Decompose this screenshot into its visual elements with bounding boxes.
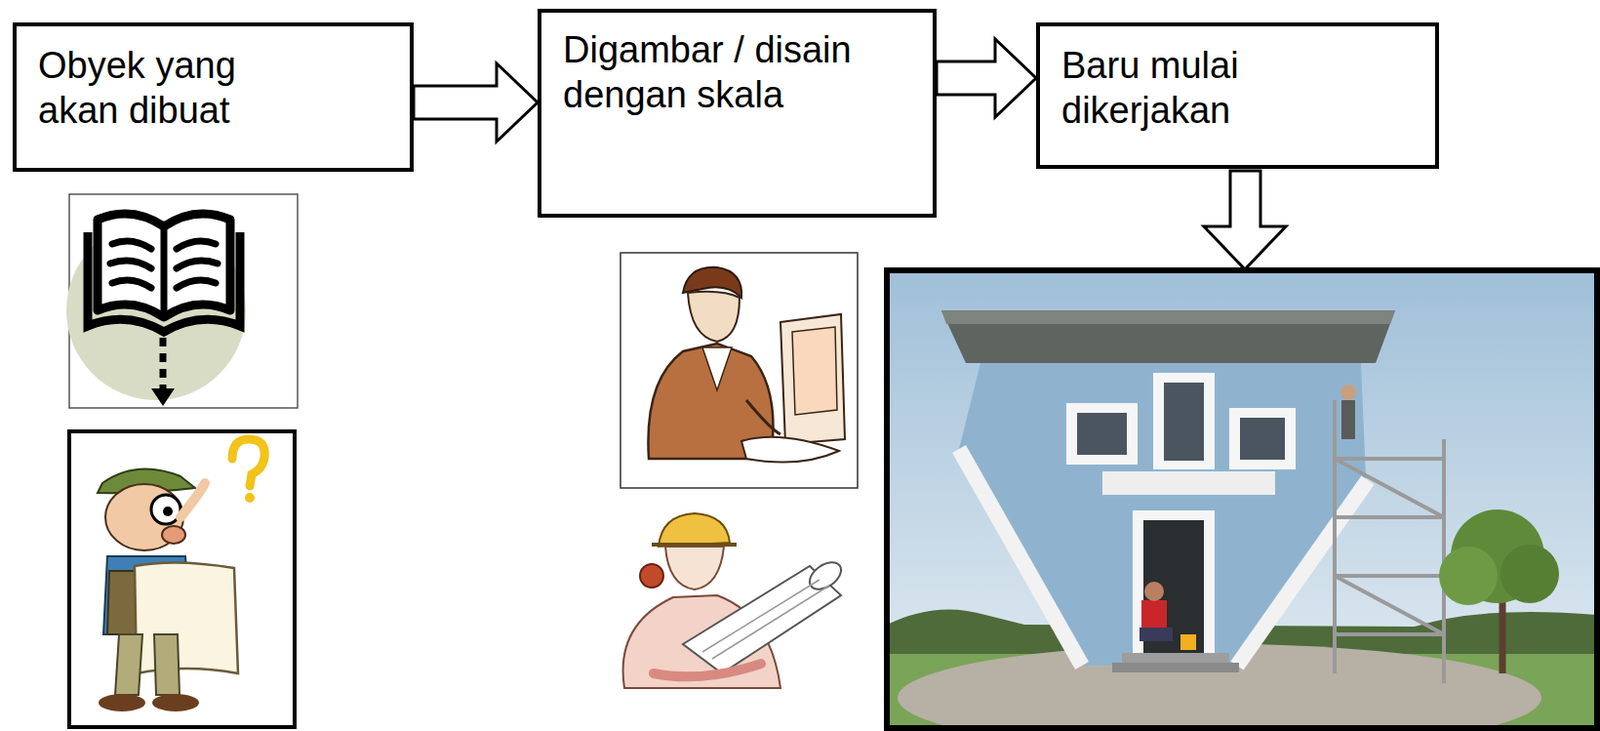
- box-label: Digambar / disain dengan skala: [562, 28, 866, 118]
- box-label: Baru mulai dikerjakan: [1061, 43, 1355, 133]
- block-arrow: [413, 63, 538, 142]
- house-photo: [886, 270, 1598, 731]
- down-arrow: [1203, 170, 1286, 270]
- explorer-cartoon: [69, 431, 295, 727]
- designer-at-computer: [620, 252, 858, 488]
- book-icon: [66, 194, 298, 408]
- block-arrow: [936, 39, 1037, 118]
- process-box: Baru mulai dikerjakan: [1036, 22, 1440, 169]
- process-box: Obyek yang akan dibuat: [12, 22, 414, 172]
- process-box: Digambar / disain dengan skala: [537, 8, 937, 218]
- engineer-with-plans: [623, 513, 846, 688]
- box-label: Obyek yang akan dibuat: [38, 43, 302, 133]
